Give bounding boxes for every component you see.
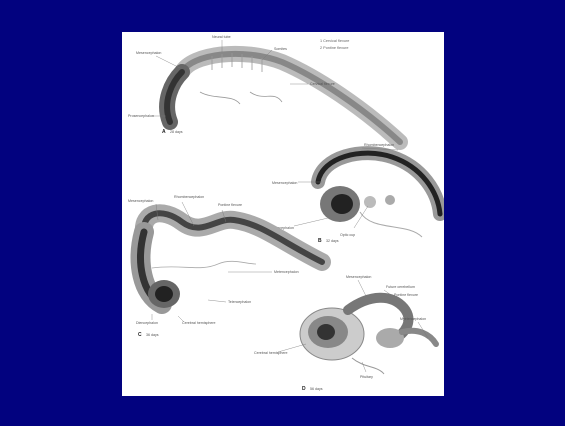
label-a-cervical-flexure: Cervical flexure <box>310 82 335 86</box>
label-a-neural-tube: Neural tube <box>212 35 231 39</box>
label-a-somites: Somites <box>274 47 287 51</box>
legend-item-2: 2 Pontine flexure <box>320 46 349 50</box>
label-c-telencephalon: Telencephalon <box>228 300 251 304</box>
caption-d-days: 56 days <box>310 387 323 391</box>
embryo-b-drawing <box>318 153 440 237</box>
label-c-diencephalon: Diencephalon <box>136 321 158 325</box>
label-c-pontine-flexure: Pontine flexure <box>218 203 242 207</box>
label-d-future-cerebellum: Future cerebellum <box>386 285 415 289</box>
caption-a-days: 28 days <box>170 130 183 134</box>
label-a-mesencephalon: Mesencephalon <box>136 51 161 55</box>
label-b-rhombencephalon: Rhombencephalon <box>364 143 394 147</box>
embryo-brain-figure: 1 Cervical flexure 2 Pontine flexure Neu… <box>122 32 444 396</box>
label-d-pontine-flexure: Pontine flexure <box>394 293 418 297</box>
label-d-cerebral-hemisphere: Cerebral hemisphere <box>254 351 288 355</box>
label-d-myelencephalon: Myelencephalon <box>400 317 426 321</box>
label-c-cerebral-hemisphere: Cerebral hemisphere <box>182 321 216 325</box>
embryo-c-drawing <box>141 213 322 308</box>
label-a-prosencephalon: Prosencephalon <box>128 114 154 118</box>
label-c-mesencephalon: Mesencephalon <box>128 199 153 203</box>
label-b-optic-cup: Optic cup <box>340 233 355 237</box>
label-b-mesencephalon: Mesencephalon <box>272 181 297 185</box>
caption-c-days: 36 days <box>146 333 159 337</box>
caption-b-days: 32 days <box>326 239 339 243</box>
embryo-d-drawing <box>300 298 436 374</box>
figure-panel: 1 Cervical flexure 2 Pontine flexure Neu… <box>122 32 444 396</box>
caption-d-letter: D <box>302 386 306 392</box>
label-d-pituitary: Pituitary <box>360 375 373 379</box>
label-c-rhombencephalon: Rhombencephalon <box>174 195 204 199</box>
legend-item-1: 1 Cervical flexure <box>320 39 349 43</box>
label-c-metencephalon: Metencephalon <box>274 270 299 274</box>
caption-c-letter: C <box>138 332 142 338</box>
caption-a-letter: A <box>162 129 166 135</box>
label-d-mesencephalon: Mesencephalon <box>346 275 371 279</box>
embryo-a-drawing <box>167 53 400 142</box>
caption-b-letter: B <box>318 238 322 244</box>
